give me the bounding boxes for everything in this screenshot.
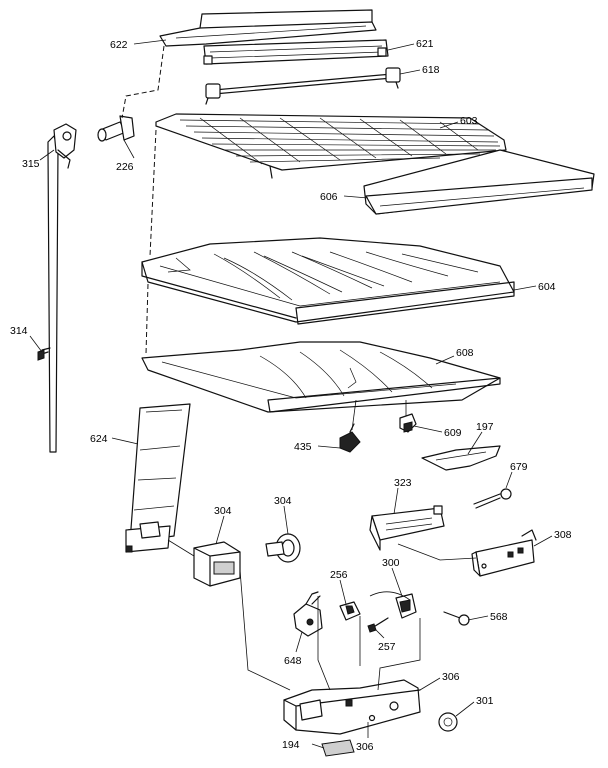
assembly-lines (121, 45, 477, 691)
label-648: 648 (284, 655, 302, 667)
label-621: 621 (416, 38, 434, 50)
label-256: 256 (330, 569, 348, 581)
part-604-shelf (141, 237, 515, 325)
label-197: 197 (476, 421, 494, 433)
part-435-knob (339, 423, 361, 453)
label-618: 618 (422, 64, 440, 76)
label-194: 194 (282, 739, 300, 751)
part-608-shelf (141, 341, 501, 413)
part-304-housing (193, 541, 241, 587)
label-314: 314 (10, 325, 28, 337)
part-197-gasket (421, 445, 501, 471)
label-603: 603 (460, 115, 478, 127)
label-624: 624 (90, 433, 108, 445)
label-304-right: 304 (274, 495, 292, 507)
part-301-knob (438, 712, 458, 732)
label-435: 435 (294, 441, 312, 453)
label-604: 604 (538, 281, 556, 293)
part-306-housing (283, 679, 421, 735)
label-622: 622 (110, 39, 128, 51)
part-679-screw (473, 488, 512, 509)
label-300: 300 (382, 557, 400, 569)
part-568-screw (443, 611, 470, 626)
label-306-lower: 306 (356, 741, 374, 753)
part-194-cap (321, 739, 355, 757)
part-603-shelf (155, 113, 507, 179)
part-648-thermostat (293, 591, 323, 637)
label-308: 308 (554, 529, 572, 541)
label-323: 323 (394, 477, 412, 489)
part-618-rod (205, 67, 401, 105)
part-labels: 622 621 618 226 315 603 606 604 314 608 … (10, 38, 572, 753)
part-256-switch (339, 601, 361, 621)
label-226: 226 (116, 161, 134, 173)
part-226-knob (97, 115, 135, 142)
label-608: 608 (456, 347, 474, 359)
label-679: 679 (510, 461, 528, 473)
part-304-knob (265, 533, 301, 563)
part-257-screw (367, 617, 389, 633)
label-leaders (29, 39, 553, 749)
label-609: 609 (444, 427, 462, 439)
part-308-bracket (471, 529, 537, 577)
label-304-left: 304 (214, 505, 232, 517)
part-609-clip (399, 413, 417, 433)
part-300-relay (395, 593, 417, 619)
part-621-bracket (203, 39, 389, 65)
part-323-bracket (369, 505, 445, 551)
label-306-upper: 306 (442, 671, 460, 683)
part-624-duct (125, 403, 191, 553)
label-301: 301 (476, 695, 494, 707)
part-622-cover (159, 9, 377, 47)
label-257: 257 (378, 641, 396, 653)
part-315-rod (37, 123, 77, 453)
part-606-drawer (363, 149, 595, 215)
label-606: 606 (320, 191, 338, 203)
label-568: 568 (490, 611, 508, 623)
label-315: 315 (22, 158, 40, 170)
